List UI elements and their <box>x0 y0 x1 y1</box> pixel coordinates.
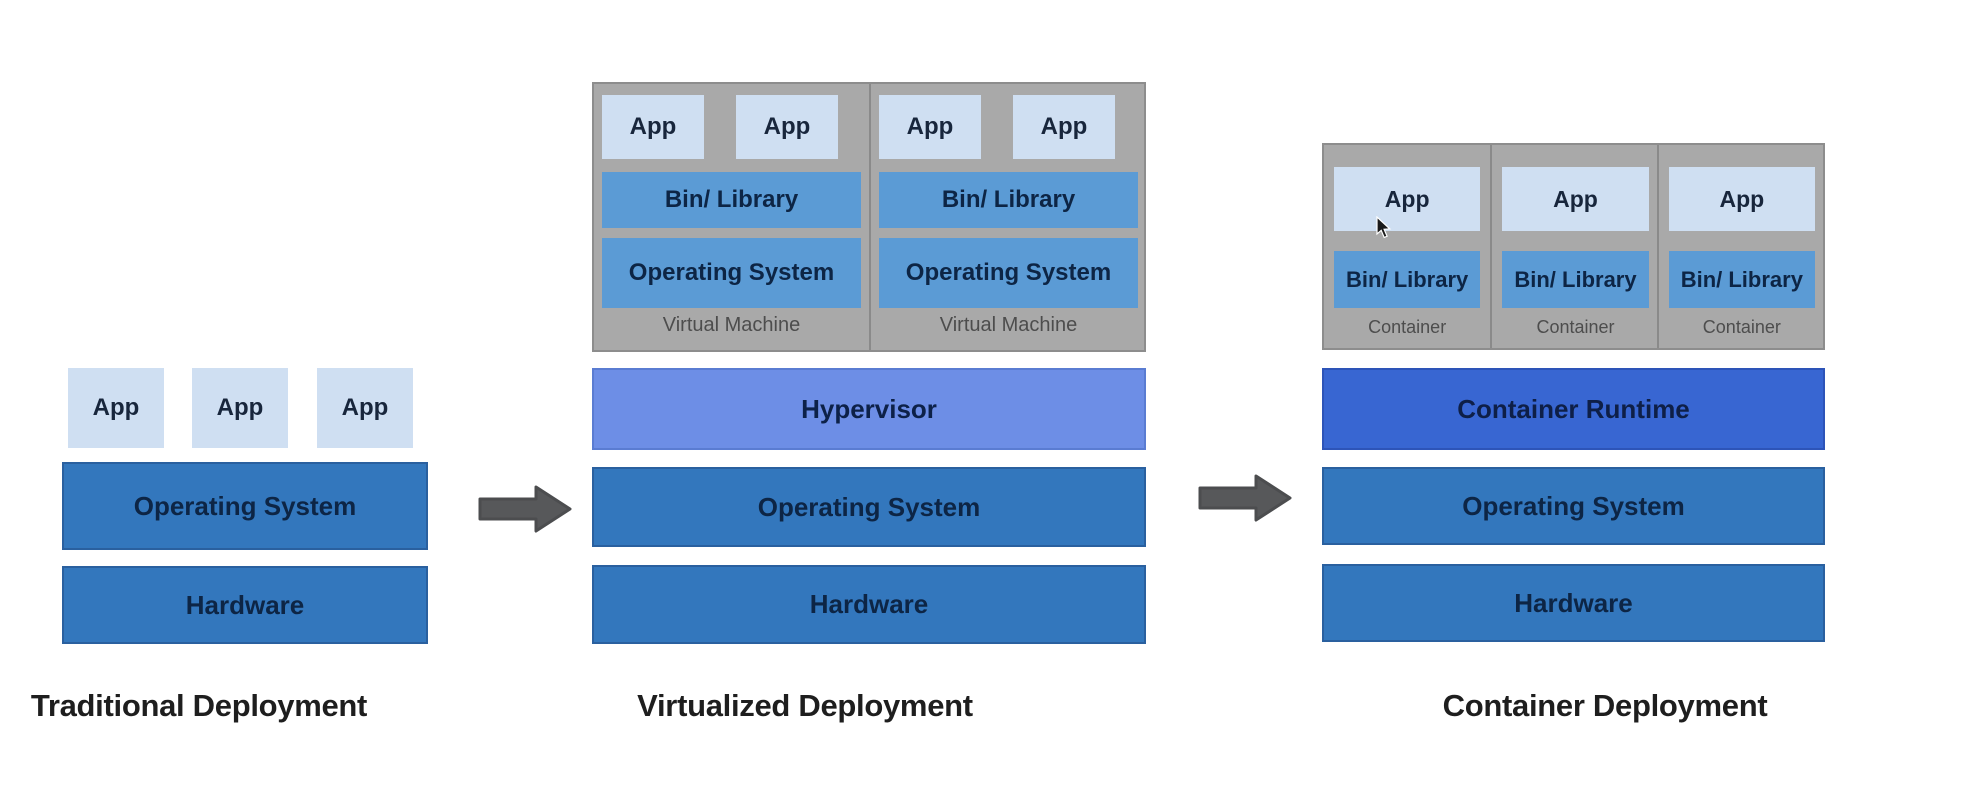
container-box: App Bin/ Library Container <box>1490 145 1658 348</box>
section-title: Container Deployment <box>1442 688 1768 723</box>
vm-app-row: App App <box>879 95 1138 159</box>
hardware-bar: Hardware <box>62 566 428 644</box>
app-box: App <box>602 95 704 159</box>
vm-operating-system-bar: Operating System <box>602 238 861 308</box>
section-title: Virtualized Deployment <box>637 688 973 723</box>
transition-arrow <box>1198 472 1293 524</box>
app-box: App <box>736 95 838 159</box>
container-caption: Container <box>1536 317 1615 337</box>
bin-library-bar: Bin/ Library <box>602 172 861 228</box>
section-title: Traditional Deployment <box>30 688 368 723</box>
operating-system-bar: Operating System <box>62 462 428 550</box>
hardware-bar: Hardware <box>592 565 1146 644</box>
bin-library-bar: Bin/ Library <box>1502 251 1649 308</box>
bin-library-bar: Bin/ Library <box>1668 251 1815 308</box>
right-arrow-icon <box>1198 474 1292 522</box>
hardware-bar: Hardware <box>1322 564 1825 642</box>
virtual-machine-box: App App Bin/ Library Operating System Vi… <box>869 84 1146 350</box>
virtual-machine-caption: Virtual Machine <box>939 314 1078 336</box>
app-box: App <box>1502 167 1649 231</box>
virtual-machines-group: App App Bin/ Library Operating System Vi… <box>592 82 1146 352</box>
app-box: App <box>68 368 164 448</box>
container-caption: Container <box>1368 317 1447 337</box>
right-arrow-icon <box>478 485 572 533</box>
virtual-machine-caption: Virtual Machine <box>662 314 801 336</box>
container-box: App Bin/ Library Container <box>1324 145 1490 348</box>
app-box: App <box>1013 95 1115 159</box>
vm-operating-system-bar: Operating System <box>879 238 1138 308</box>
virtual-machine-box: App App Bin/ Library Operating System Vi… <box>594 84 869 350</box>
mouse-cursor-icon <box>1376 215 1392 239</box>
operating-system-bar: Operating System <box>592 467 1146 547</box>
transition-arrow <box>478 483 573 535</box>
app-box: App <box>1334 167 1481 231</box>
app-box: App <box>192 368 288 448</box>
bin-library-bar: Bin/ Library <box>879 172 1138 228</box>
bin-library-bar: Bin/ Library <box>1334 251 1481 308</box>
container-box: App Bin/ Library Container <box>1656 145 1825 348</box>
app-box: App <box>317 368 413 448</box>
app-box: App <box>879 95 981 159</box>
app-box: App <box>1668 167 1815 231</box>
container-caption: Container <box>1702 317 1781 337</box>
containers-group: App Bin/ Library Container App Bin/ Libr… <box>1322 143 1825 350</box>
container-runtime-bar: Container Runtime <box>1322 368 1825 450</box>
hypervisor-bar: Hypervisor <box>592 368 1146 450</box>
operating-system-bar: Operating System <box>1322 467 1825 545</box>
vm-app-row: App App <box>602 95 861 159</box>
